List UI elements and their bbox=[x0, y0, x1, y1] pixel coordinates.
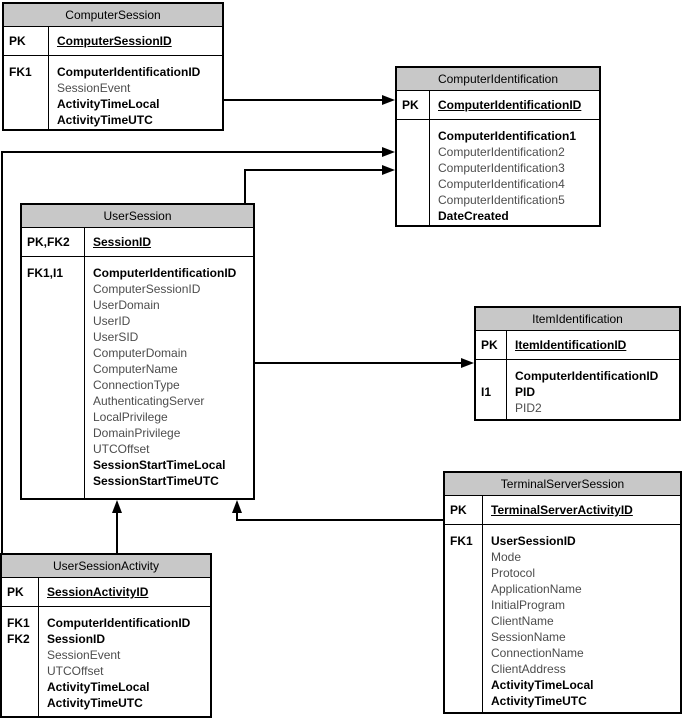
field-row: AuthenticatingServer bbox=[93, 394, 205, 408]
entity-title: TerminalServerSession bbox=[445, 473, 680, 496]
entity-computeridentification[interactable]: ComputerIdentification PK ComputerIdenti… bbox=[395, 66, 601, 227]
field-row: Protocol bbox=[491, 566, 536, 580]
field-row: ActivityTimeLocal bbox=[57, 97, 160, 111]
pk-key-label: PK bbox=[4, 27, 49, 55]
field-row: ComputerIdentification5 bbox=[438, 193, 565, 207]
fk-key-labels: FK1 bbox=[445, 525, 483, 712]
field-row: SessionName bbox=[491, 630, 566, 644]
field-row: ApplicationName bbox=[491, 582, 582, 596]
entity-title: ItemIdentification bbox=[476, 308, 679, 331]
field-row: UTCOffset bbox=[93, 442, 150, 456]
arrowhead-icon bbox=[382, 147, 395, 157]
field-row: ComputerIdentification3 bbox=[438, 161, 565, 175]
field-row: ClientAddress bbox=[491, 662, 566, 676]
field-row: ComputerIdentificationID bbox=[47, 616, 191, 630]
field-row: UserID bbox=[93, 314, 131, 328]
arrowhead-icon bbox=[382, 95, 395, 105]
field-row: ActivityTimeLocal bbox=[491, 678, 594, 692]
pk-key-label: PK bbox=[397, 91, 430, 119]
field-row: SessionStartTimeLocal bbox=[93, 458, 226, 472]
pk-field: ComputerIdentificationID bbox=[438, 98, 582, 112]
field-row: PID bbox=[515, 385, 536, 399]
connector-terminalserversession-usersession bbox=[236, 512, 444, 521]
field-row: UTCOffset bbox=[47, 664, 104, 678]
pk-key-label: PK,FK2 bbox=[22, 228, 85, 256]
field-row: UserSessionID bbox=[491, 534, 576, 548]
fk-key-labels: FK1 FK2 bbox=[2, 607, 39, 716]
field-row: ConnectionType bbox=[93, 378, 180, 392]
entity-computersession[interactable]: ComputerSession PK ComputerSessionID FK1… bbox=[2, 2, 224, 131]
entity-usersession[interactable]: UserSession PK,FK2 SessionID FK1,I1 Comp… bbox=[20, 203, 255, 500]
entity-title: ComputerIdentification bbox=[397, 68, 599, 91]
field-row: ComputerSessionID bbox=[93, 282, 201, 296]
field-row: InitialProgram bbox=[491, 598, 566, 612]
field-row: ActivityTimeUTC bbox=[491, 694, 587, 708]
pk-field: ComputerSessionID bbox=[57, 34, 172, 48]
field-row: LocalPrivilege bbox=[93, 410, 168, 424]
field-row: ComputerIdentificationID bbox=[93, 266, 237, 280]
pk-field: SessionActivityID bbox=[47, 585, 149, 599]
field-row: DateCreated bbox=[438, 209, 509, 223]
field-row: Mode bbox=[491, 550, 522, 564]
connector-usersession-computeridentification bbox=[244, 169, 383, 204]
pk-field: SessionID bbox=[93, 235, 152, 249]
arrowhead-icon bbox=[232, 500, 242, 513]
field-row: ComputerIdentificationID bbox=[515, 369, 659, 383]
entity-title: UserSessionActivity bbox=[2, 555, 210, 578]
field-row: SessionStartTimeUTC bbox=[93, 474, 219, 488]
field-row: ClientName bbox=[491, 614, 554, 628]
fk-key-labels: FK1 bbox=[4, 56, 49, 129]
field-row: ComputerIdentification2 bbox=[438, 145, 565, 159]
pk-field: TerminalServerActivityID bbox=[491, 503, 633, 517]
field-row: ActivityTimeUTC bbox=[47, 696, 143, 710]
entity-itemidentification[interactable]: ItemIdentification PK ItemIdentification… bbox=[474, 306, 681, 421]
field-row: UserDomain bbox=[93, 298, 160, 312]
field-row: ActivityTimeUTC bbox=[57, 113, 153, 127]
entity-usersessionactivity[interactable]: UserSessionActivity PK SessionActivityID… bbox=[0, 553, 212, 718]
arrowhead-icon bbox=[382, 165, 395, 175]
pk-key-label: PK bbox=[2, 578, 39, 606]
arrowhead-icon bbox=[461, 358, 474, 368]
entity-title: ComputerSession bbox=[4, 4, 222, 27]
fk-key-labels: I1 bbox=[476, 360, 507, 419]
field-row: ComputerDomain bbox=[93, 346, 188, 360]
field-row: PID2 bbox=[515, 401, 542, 415]
fk-key-labels: FK1,I1 bbox=[22, 257, 85, 498]
arrowhead-icon bbox=[112, 500, 122, 513]
field-row: DomainPrivilege bbox=[93, 426, 181, 440]
entity-terminalserversession[interactable]: TerminalServerSession PK TerminalServerA… bbox=[443, 471, 682, 714]
entity-title: UserSession bbox=[22, 205, 253, 228]
field-row: ActivityTimeLocal bbox=[47, 680, 150, 694]
field-row: SessionID bbox=[47, 632, 106, 646]
field-row: ComputerIdentification4 bbox=[438, 177, 565, 191]
field-row: ComputerIdentificationID bbox=[57, 65, 201, 79]
fk-key-labels bbox=[397, 120, 430, 225]
field-row: ConnectionName bbox=[491, 646, 584, 660]
field-row: ComputerName bbox=[93, 362, 178, 376]
field-row: SessionEvent bbox=[57, 81, 131, 95]
pk-key-label: PK bbox=[445, 496, 483, 524]
pk-key-label: PK bbox=[476, 331, 507, 359]
field-row: UserSID bbox=[93, 330, 139, 344]
field-row: ComputerIdentification1 bbox=[438, 129, 577, 143]
pk-field: ItemIdentificationID bbox=[515, 338, 627, 352]
field-row: SessionEvent bbox=[47, 648, 121, 662]
